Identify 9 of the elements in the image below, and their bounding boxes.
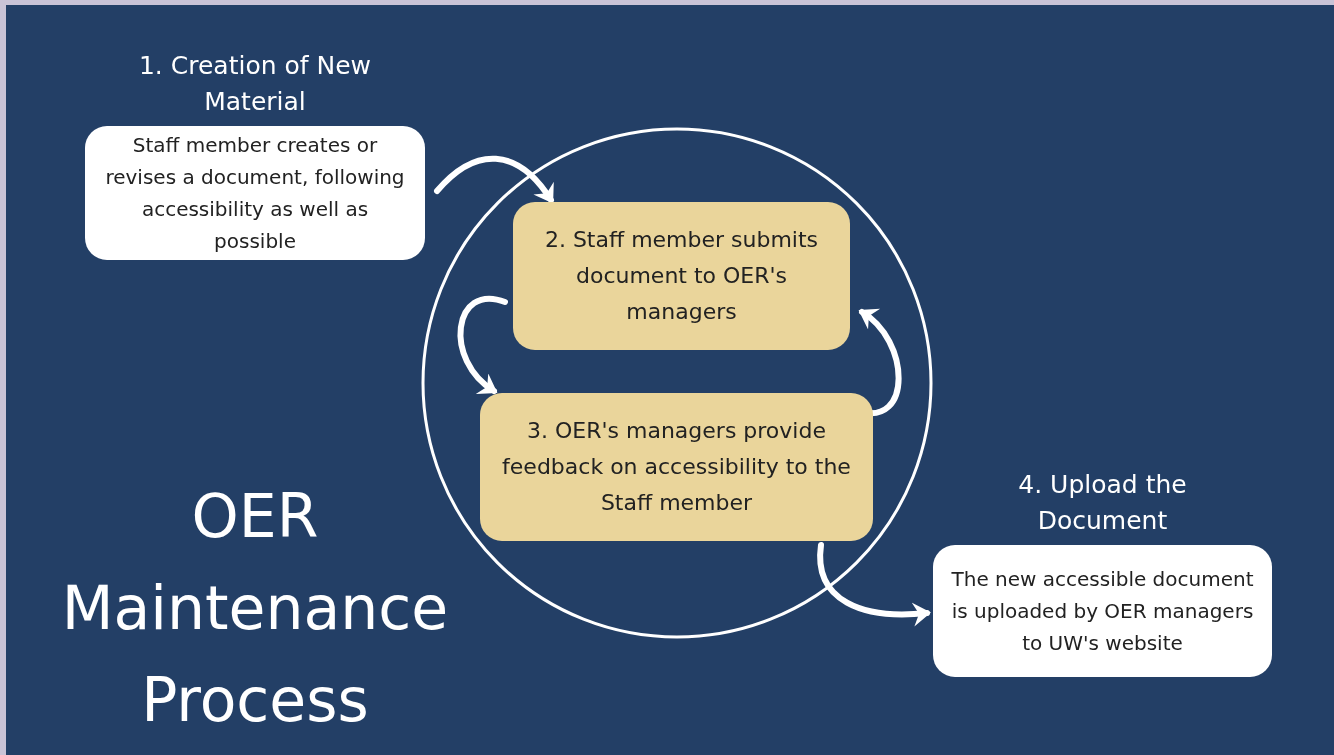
curved-arrow [434,155,554,204]
step-heading: 1. Creation of New Material [137,50,373,118]
step-box: 3. OER's managers provide feedback on accessibility to the Staff member [480,393,873,541]
step-box: Staff member creates or revises a document, following accessibility as well as possible [85,126,425,260]
curved-arrow [817,542,931,627]
step-box: 2. Staff member submits document to OER's managers [513,202,850,350]
diagram-title: OER Maintenance Process [60,480,450,737]
step-heading: 4. Upload the Document [1017,469,1188,537]
step-box: The new accessible document is uploaded by OER managers to UW's website [933,545,1272,677]
